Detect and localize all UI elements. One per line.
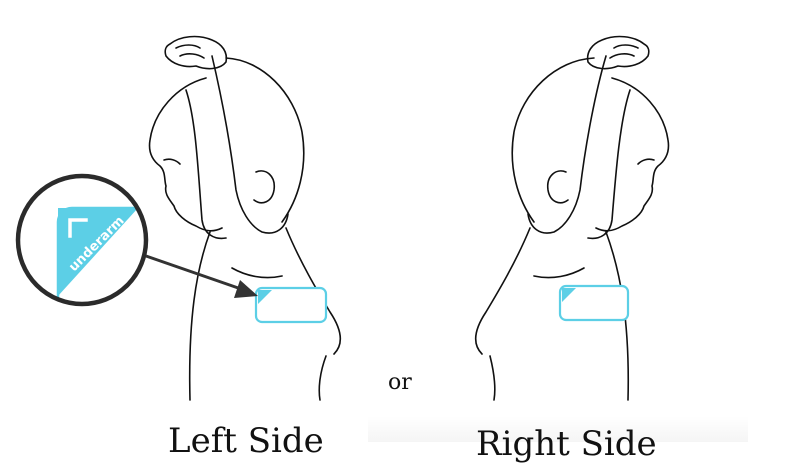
right-arm-back (527, 55, 607, 234)
callout-arrow (145, 254, 258, 298)
right-back-head (511, 57, 595, 223)
left-armpit-fold (231, 267, 283, 279)
left-sensor-corner (258, 290, 272, 304)
left-torso-back (285, 227, 342, 355)
right-hand (586, 35, 650, 70)
left-torso-lower (318, 355, 327, 401)
left-eye (163, 158, 181, 165)
right-torso-lower (489, 355, 496, 401)
left-baby-figure (148, 35, 342, 401)
left-ear (253, 170, 276, 204)
right-baby-figure (474, 35, 670, 401)
right-sensor (558, 284, 630, 322)
left-arm-back (211, 55, 289, 234)
right-ear (546, 170, 569, 204)
right-sensor-corner (562, 288, 576, 302)
right-eye (637, 158, 655, 165)
left-torso-front (188, 231, 211, 401)
left-arm-front (185, 89, 227, 240)
callout-arrow-head (234, 280, 258, 298)
callout-arrow-shaft (145, 254, 245, 292)
left-back-head (225, 57, 305, 223)
callout-corner-mark (68, 218, 88, 238)
right-head-outline (595, 77, 670, 232)
left-head-outline (148, 77, 223, 232)
right-armpit-fold (533, 267, 585, 279)
right-sensor-body (558, 284, 630, 322)
callout-ring (15, 173, 149, 307)
background-fade-band (368, 416, 748, 442)
left-fingers (175, 44, 205, 59)
left-sensor-body (254, 286, 328, 324)
right-side-caption: Right Side (476, 424, 657, 464)
callout-magnifier: underarm (15, 173, 149, 307)
or-separator: or (388, 370, 412, 395)
callout-sensor-corner (58, 208, 138, 296)
left-sensor (254, 286, 328, 324)
right-arm-front (587, 89, 631, 240)
left-hand (164, 35, 228, 70)
right-torso-back (474, 227, 531, 355)
left-side-caption: Left Side (168, 421, 324, 461)
right-fingers (609, 44, 639, 59)
